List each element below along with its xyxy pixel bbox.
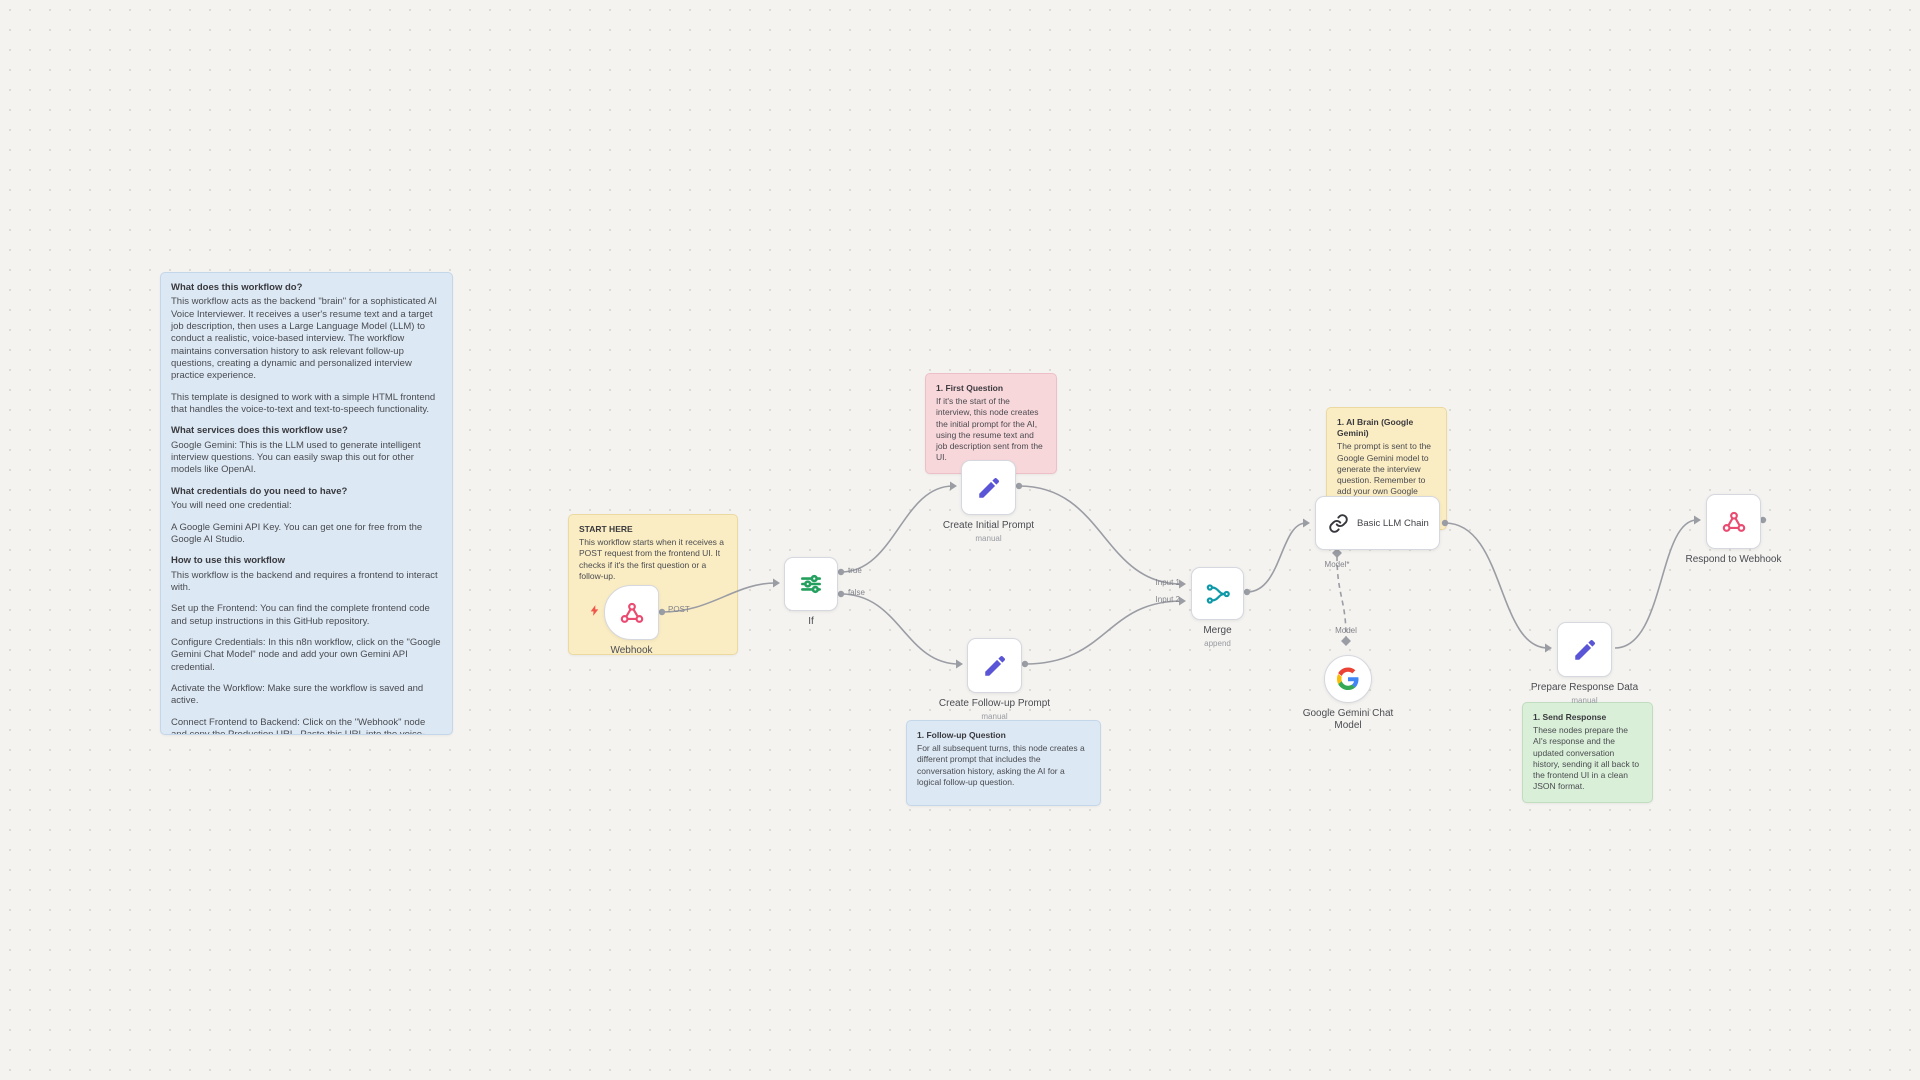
sticky-paragraph: Activate the Workflow: Make sure the wor… bbox=[171, 683, 442, 708]
port-label-input-2: Input 2 bbox=[1155, 595, 1180, 604]
sticky-follow-up-question[interactable]: 1. Follow-up Question For all subsequent… bbox=[906, 720, 1101, 806]
sticky-body: Set up the Frontend: You can find the co… bbox=[171, 603, 430, 627]
node-label: Webhook bbox=[610, 645, 653, 656]
sticky-body: This workflow starts when it receives a … bbox=[579, 537, 725, 581]
webhook-icon bbox=[1721, 509, 1747, 535]
sticky-body: This workflow acts as the backend "brain… bbox=[171, 296, 438, 382]
sticky-send-response[interactable]: 1. Send Response These nodes prepare the… bbox=[1522, 702, 1653, 803]
sticky-body: Google Gemini: This is the LLM used to g… bbox=[171, 439, 421, 476]
port-label-model-required: Model* bbox=[1324, 560, 1350, 569]
webhook-icon bbox=[619, 600, 645, 626]
node-label: Create Initial Prompt bbox=[942, 520, 1035, 531]
port-label-post: POST bbox=[668, 605, 690, 614]
node-label: Google Gemini Chat Model bbox=[1302, 708, 1394, 731]
sticky-body: This workflow is the backend and require… bbox=[171, 569, 438, 593]
node-sublabel: append bbox=[1204, 639, 1231, 648]
node-sublabel: manual bbox=[975, 534, 1002, 543]
node-if[interactable]: If bbox=[784, 557, 838, 627]
node-prepare-response-data[interactable]: Prepare Response Data manual bbox=[1531, 622, 1638, 705]
sticky-heading: START HERE bbox=[579, 524, 633, 534]
sticky-heading: 1. Send Response bbox=[1533, 712, 1607, 722]
trigger-bolt-icon bbox=[588, 604, 601, 617]
sticky-paragraph: What services does this workflow use? Go… bbox=[171, 425, 442, 476]
sticky-body: Activate the Workflow: Make sure the wor… bbox=[171, 682, 424, 707]
node-label: Respond to Webhook bbox=[1685, 554, 1782, 565]
merge-icon bbox=[1205, 581, 1231, 607]
sticky-heading: What does this workflow do? bbox=[171, 282, 303, 293]
sticky-paragraph: Configure Credentials: In this n8n workf… bbox=[171, 637, 442, 674]
node-label: Create Follow-up Prompt bbox=[938, 698, 1051, 709]
sticky-paragraph: Set up the Frontend: You can find the co… bbox=[171, 603, 442, 628]
node-label: Merge bbox=[1203, 625, 1232, 636]
port-label-input-1: Input 1 bbox=[1155, 578, 1180, 587]
sticky-paragraph: What does this workflow do? This workflo… bbox=[171, 282, 442, 383]
pencil-icon bbox=[1572, 637, 1598, 663]
sticky-overview[interactable]: What does this workflow do? This workflo… bbox=[160, 272, 453, 735]
sticky-body: You will need one credential: bbox=[171, 500, 292, 512]
node-label: Basic LLM Chain bbox=[1357, 517, 1429, 529]
node-label: Prepare Response Data bbox=[1530, 682, 1639, 693]
sticky-paragraph: This template is designed to work with a… bbox=[171, 392, 442, 417]
sticky-heading: What credentials do you need to have? bbox=[171, 485, 348, 497]
sticky-body: If it's the start of the interview, this… bbox=[936, 396, 1043, 463]
if-filter-icon bbox=[798, 571, 824, 597]
node-sublabel: manual bbox=[981, 712, 1008, 721]
sticky-heading: 1. AI Brain (Google Gemini) bbox=[1337, 417, 1414, 439]
sticky-body: For all subsequent turns, this node crea… bbox=[917, 743, 1085, 787]
sticky-paragraph: Connect Frontend to Backend: Click on th… bbox=[171, 716, 442, 735]
sticky-heading: 1. First Question bbox=[936, 383, 1004, 393]
pencil-icon bbox=[982, 653, 1008, 679]
node-webhook[interactable]: Webhook bbox=[604, 585, 659, 656]
sticky-heading: 1. Follow-up Question bbox=[917, 730, 1006, 740]
sticky-paragraph: What credentials do you need to have? Yo… bbox=[171, 486, 442, 513]
port-label-true: true bbox=[848, 566, 862, 575]
port-label-false: false bbox=[848, 588, 865, 597]
sticky-body-text: Connect Frontend to Backend: Click on th… bbox=[171, 716, 426, 735]
sticky-body: This template is designed to work with a… bbox=[171, 391, 436, 416]
port-label-model: Model bbox=[1335, 626, 1357, 635]
sticky-body: These nodes prepare the AI's response an… bbox=[1533, 725, 1640, 792]
sticky-body: Configure Credentials: In this n8n workf… bbox=[171, 636, 441, 673]
node-sublabel: manual bbox=[1571, 696, 1598, 705]
node-respond-to-webhook[interactable]: Respond to Webhook bbox=[1686, 494, 1782, 565]
node-create-follow-up-prompt[interactable]: Create Follow-up Prompt manual bbox=[939, 638, 1050, 721]
sticky-first-question[interactable]: 1. First Question If it's the start of t… bbox=[925, 373, 1057, 474]
sticky-body: A Google Gemini API Key. You can get one… bbox=[171, 521, 423, 545]
pencil-icon bbox=[976, 475, 1002, 501]
node-google-gemini-chat-model[interactable]: Google Gemini Chat Model bbox=[1303, 655, 1393, 731]
node-basic-llm-chain[interactable]: Basic LLM Chain bbox=[1315, 496, 1440, 550]
sticky-heading: How to use this workflow bbox=[171, 555, 286, 567]
sticky-paragraph: How to use this workflow This workflow i… bbox=[171, 555, 442, 594]
sticky-body: Connect Frontend to Backend: Click on th… bbox=[171, 716, 442, 735]
node-merge[interactable]: Merge append bbox=[1191, 567, 1244, 648]
node-label: If bbox=[808, 616, 814, 627]
chain-link-icon bbox=[1328, 513, 1349, 534]
sticky-paragraph: A Google Gemini API Key. You can get one… bbox=[171, 522, 442, 547]
node-create-initial-prompt[interactable]: Create Initial Prompt manual bbox=[943, 460, 1034, 543]
google-g-icon bbox=[1336, 667, 1360, 691]
sticky-heading: What services does this workflow use? bbox=[171, 425, 348, 437]
